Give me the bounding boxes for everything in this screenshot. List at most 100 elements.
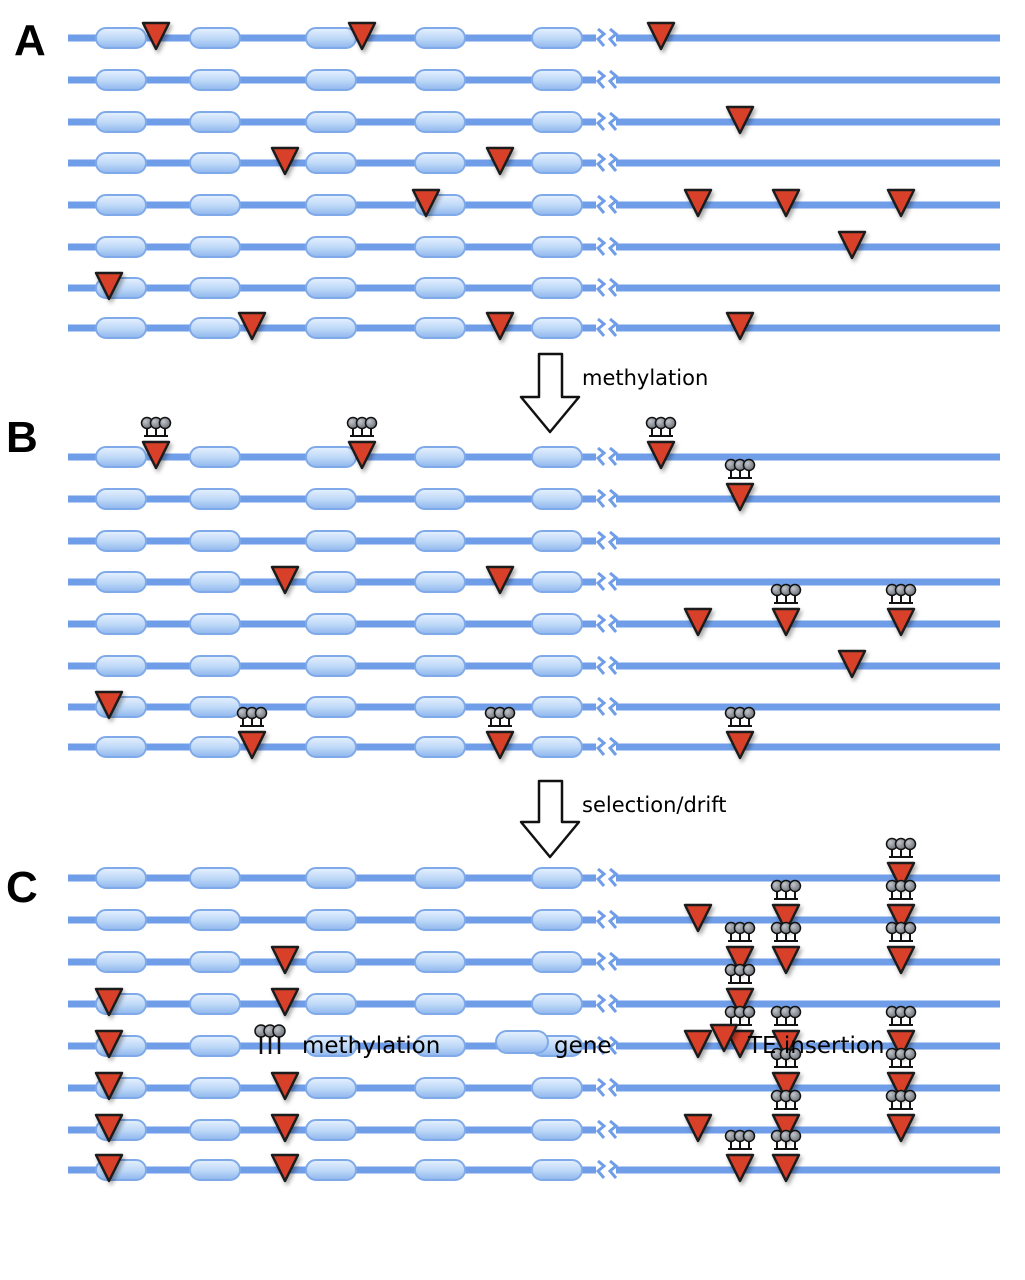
te-insertion-icon [270,1071,300,1101]
te-triangle [709,1023,739,1053]
te-insertion-icon [771,1071,801,1101]
te-triangle [270,1071,300,1101]
gene-icon [531,571,583,593]
break-mark [607,909,619,929]
legend: methylation gene TE insertion [254,1023,885,1059]
gene-icon [531,655,583,677]
gene-icon [95,571,147,593]
break-mark [607,1077,619,1097]
te-insertion-icon [709,1023,739,1053]
gene-icon [189,1077,241,1099]
methylation-icon [770,921,802,942]
gene-icon [414,277,466,299]
te-triangle [886,607,916,637]
legend-label-methylation: methylation [302,1033,440,1059]
methyl-ball [272,1024,286,1038]
methyl-ball [788,921,802,935]
te-insertion-icon [771,607,801,637]
gene-icon [305,1159,357,1181]
gene-icon [414,152,466,174]
gene-icon [189,69,241,91]
te-triangle [237,311,267,341]
te-insertion-icon [886,1113,916,1143]
gene-icon [414,571,466,593]
gene-icon [531,69,583,91]
break-mark [595,867,607,887]
break-mark [607,993,619,1013]
down-arrow-icon [519,352,581,434]
break-mark [607,613,619,633]
break-mark [595,951,607,971]
methylation-icon [724,1129,756,1150]
te-insertion-icon [94,690,124,720]
methylation-icon [770,1005,802,1026]
gene-icon [305,571,357,593]
down-arrow-icon [519,779,581,859]
step-label-selection-drift: selection/drift [582,793,727,817]
te-triangle [94,1029,124,1059]
te-insertion-icon [237,311,267,341]
methylation-icon [724,1005,756,1026]
te-triangle [141,440,171,470]
gene-icon [305,446,357,468]
te-insertion-icon [94,1029,124,1059]
gene-icon [531,317,583,339]
gene-icon [531,152,583,174]
te-triangle [270,987,300,1017]
te-triangle [725,311,755,341]
te-insertion-icon [270,565,300,595]
break-mark [595,277,607,297]
break-mark [607,152,619,172]
te-insertion-icon [347,440,377,470]
te-triangle [94,1071,124,1101]
legend-label-te: TE insertion [747,1033,885,1059]
gene-icon [305,1119,357,1141]
chromosome-layer [68,27,1000,1181]
gene-icon [414,69,466,91]
te-insertion-icon [771,903,801,933]
methyl-ball [502,706,516,720]
te-triangle [725,1153,755,1183]
methyl-ball [742,1129,756,1143]
te-triangle [771,945,801,975]
methylation-icon [885,837,917,858]
break-mark [595,571,607,591]
gene-icon [189,909,241,931]
gene-icon [414,446,466,468]
te-triangle [141,21,171,51]
methylation-icon [885,1047,917,1068]
gene-icon [189,993,241,1015]
methylation-icon [885,879,917,900]
gene-icon [414,951,466,973]
gene-icon [305,530,357,552]
break-mark [595,1077,607,1097]
gene-icon [95,194,147,216]
methylation-icon [770,1047,802,1068]
chromosome [68,696,1000,718]
te-triangle [771,903,801,933]
chromosome [68,1159,1000,1181]
chromosome [68,951,1000,973]
chromosome [68,1119,1000,1141]
gene-icon [189,317,241,339]
te-insertion-icon [683,607,713,637]
methyl-ball [254,706,268,720]
break-mark [607,655,619,675]
te-insertion-icon [725,105,755,135]
gene-icon [305,655,357,677]
methyl-ball [742,706,756,720]
step-label-methylation: methylation [582,366,708,390]
methyl-ball [742,458,756,472]
chromosome [68,488,1000,510]
gene-icon [189,613,241,635]
te-triangle [725,482,755,512]
gene-icon [95,69,147,91]
break-mark [607,951,619,971]
te-insertion-icon [94,1153,124,1183]
panel-label-c: C [6,863,38,912]
gene-icon [414,236,466,258]
chromosome [68,613,1000,635]
te-insertion-icon [725,730,755,760]
legend-label-gene: gene [554,1033,611,1059]
